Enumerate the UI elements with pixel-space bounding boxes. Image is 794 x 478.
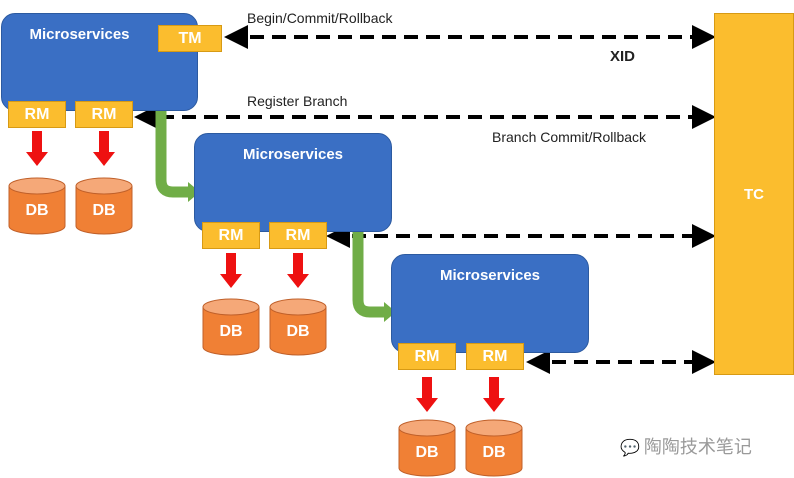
db-cylinder-top bbox=[398, 419, 456, 437]
microservice-2: Microservices bbox=[194, 133, 392, 232]
db-label: DB bbox=[482, 444, 506, 461]
rm-tag: RM bbox=[466, 343, 524, 370]
db-arrow bbox=[287, 253, 309, 288]
flow-arrowhead-2 bbox=[384, 302, 396, 322]
watermark-text: 陶陶技术笔记 bbox=[643, 437, 752, 458]
xid-label: XID bbox=[610, 48, 636, 65]
tc-label: TC bbox=[744, 185, 764, 203]
rm-tag: RM bbox=[269, 222, 327, 249]
register-branch-label: Register Branch bbox=[247, 93, 348, 109]
db-label: DB bbox=[286, 323, 310, 340]
rm-tag: RM bbox=[75, 101, 133, 128]
microservice-1: Microservices bbox=[1, 13, 198, 111]
db-cylinder-top bbox=[8, 177, 66, 195]
db-label: DB bbox=[92, 202, 116, 219]
db-label: DB bbox=[415, 444, 439, 461]
db-cylinder-body bbox=[75, 186, 133, 235]
db-cylinder-top bbox=[202, 298, 260, 316]
microservice-3: Microservices bbox=[391, 254, 589, 353]
begin-commit-rollback-label: Begin/Commit/Rollback bbox=[247, 10, 393, 26]
db-label: DB bbox=[25, 202, 49, 219]
microservice-label: Microservices bbox=[29, 26, 130, 43]
rm-tag: RM bbox=[398, 343, 456, 370]
db-arrow bbox=[220, 253, 242, 288]
wechat-icon: 💬 bbox=[620, 438, 640, 457]
transaction-coordinator: TC bbox=[714, 13, 794, 375]
db-arrow bbox=[93, 131, 115, 166]
db-cylinder-body bbox=[8, 186, 66, 235]
db-cylinder-top bbox=[465, 419, 523, 437]
microservice-label: Microservices bbox=[242, 146, 344, 163]
db-label: DB bbox=[219, 323, 243, 340]
db-cylinder-body bbox=[465, 428, 523, 477]
tm-tag: TM bbox=[158, 25, 222, 52]
watermark: 💬陶陶技术笔记 bbox=[620, 433, 752, 459]
flow-arrow-1 bbox=[155, 101, 190, 198]
db-cylinder-body bbox=[269, 307, 327, 356]
db-arrow bbox=[26, 131, 48, 166]
rm-tag: RM bbox=[8, 101, 66, 128]
db-arrows bbox=[26, 131, 505, 412]
microservice-label: Microservices bbox=[439, 267, 541, 284]
db-arrow bbox=[483, 377, 505, 412]
db-cylinder-body bbox=[398, 428, 456, 477]
db-cylinder-top bbox=[269, 298, 327, 316]
db-cylinder-top bbox=[75, 177, 133, 195]
db-cylinder-body bbox=[202, 307, 260, 356]
db-arrow bbox=[416, 377, 438, 412]
branch-commit-rollback-label: Branch Commit/Rollback bbox=[492, 129, 647, 145]
rm-tag: RM bbox=[202, 222, 260, 249]
flow-arrow-2 bbox=[352, 222, 386, 318]
